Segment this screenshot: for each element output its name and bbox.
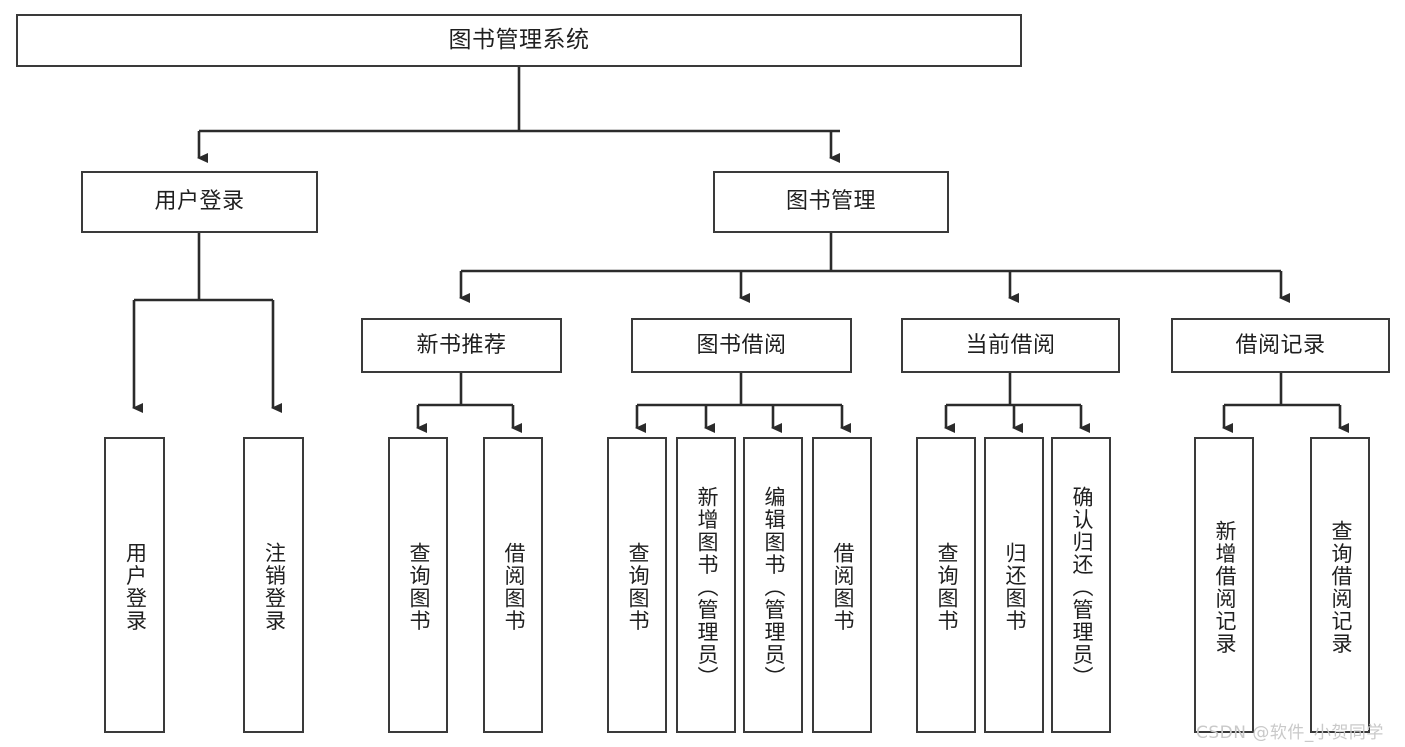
leaf-current-borrow-query[interactable]: 查询图书 <box>916 437 976 733</box>
leaf-book-borrow-lend[interactable]: 借阅图书 <box>812 437 872 733</box>
leaf-user-login-signin[interactable]: 用户登录 <box>104 437 165 733</box>
node-book-management[interactable]: 图书管理 <box>713 171 949 233</box>
leaf-new-book-borrow[interactable]: 借阅图书 <box>483 437 543 733</box>
node-label: 查询图书 <box>934 542 959 632</box>
leaf-book-borrow-add[interactable]: 新增图书（管理员） <box>676 437 736 733</box>
node-book-borrow[interactable]: 图书借阅 <box>631 318 852 373</box>
node-root-system[interactable]: 图书管理系统 <box>16 14 1022 67</box>
node-label: 借阅记录 <box>1235 332 1326 358</box>
leaf-book-borrow-edit[interactable]: 编辑图书（管理员） <box>743 437 803 733</box>
node-label: 图书管理 <box>785 189 876 215</box>
node-label: 查询图书 <box>406 542 431 632</box>
leaf-book-borrow-query[interactable]: 查询图书 <box>607 437 667 733</box>
leaf-current-borrow-return[interactable]: 归还图书 <box>984 437 1044 733</box>
node-label: 新增图书（管理员） <box>694 485 719 689</box>
node-label: 注销登录 <box>262 542 287 632</box>
leaf-new-book-query[interactable]: 查询图书 <box>388 437 448 733</box>
node-new-book-recommend[interactable]: 新书推荐 <box>361 318 562 373</box>
node-label: 新书推荐 <box>416 332 507 358</box>
node-label: 图书管理系统 <box>448 27 590 54</box>
node-label: 确认归还（管理员） <box>1069 485 1094 689</box>
leaf-current-borrow-confirm[interactable]: 确认归还（管理员） <box>1051 437 1111 733</box>
node-label: 用户登录 <box>154 189 245 215</box>
watermark-text: CSDN @软件_小贺同学 <box>1196 723 1384 743</box>
node-label: 用户登录 <box>123 542 148 632</box>
node-current-borrow[interactable]: 当前借阅 <box>901 318 1120 373</box>
node-label: 归还图书 <box>1002 542 1027 632</box>
node-borrow-record[interactable]: 借阅记录 <box>1171 318 1390 373</box>
node-label: 当前借阅 <box>965 332 1056 358</box>
node-label: 查询图书 <box>625 542 650 632</box>
leaf-borrow-record-add[interactable]: 新增借阅记录 <box>1194 437 1254 733</box>
node-label: 图书借阅 <box>696 332 787 358</box>
leaf-user-login-signout[interactable]: 注销登录 <box>243 437 304 733</box>
node-label: 查询借阅记录 <box>1328 519 1353 655</box>
node-label: 新增借阅记录 <box>1212 519 1237 655</box>
node-label: 借阅图书 <box>830 542 855 632</box>
node-user-login[interactable]: 用户登录 <box>81 171 318 233</box>
leaf-borrow-record-query[interactable]: 查询借阅记录 <box>1310 437 1370 733</box>
node-label: 借阅图书 <box>501 542 526 632</box>
node-label: 编辑图书（管理员） <box>761 485 786 689</box>
